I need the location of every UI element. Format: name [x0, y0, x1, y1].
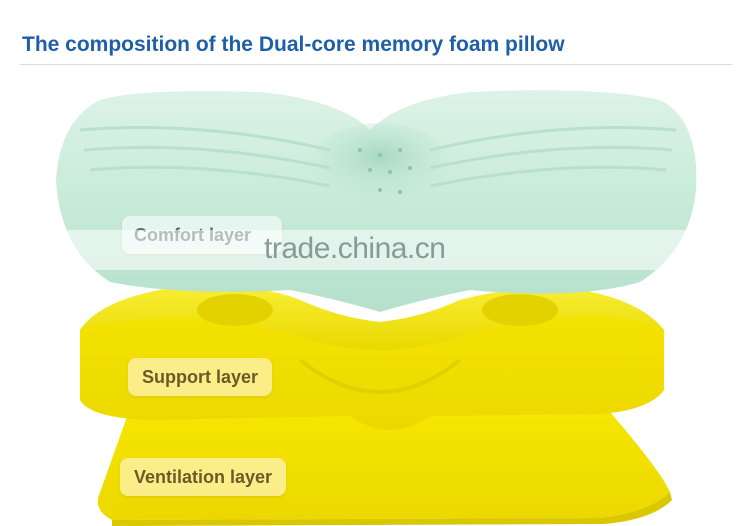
ventilation-layer-label: Ventilation layer: [120, 458, 287, 496]
title-divider: [20, 64, 732, 65]
page-title: The composition of the Dual-core memory …: [22, 33, 565, 56]
watermark: trade.china.cn: [264, 232, 446, 265]
watermark-band: [22, 230, 690, 270]
comfort-layer: [56, 90, 697, 312]
support-layer-label: Support layer: [128, 358, 273, 396]
